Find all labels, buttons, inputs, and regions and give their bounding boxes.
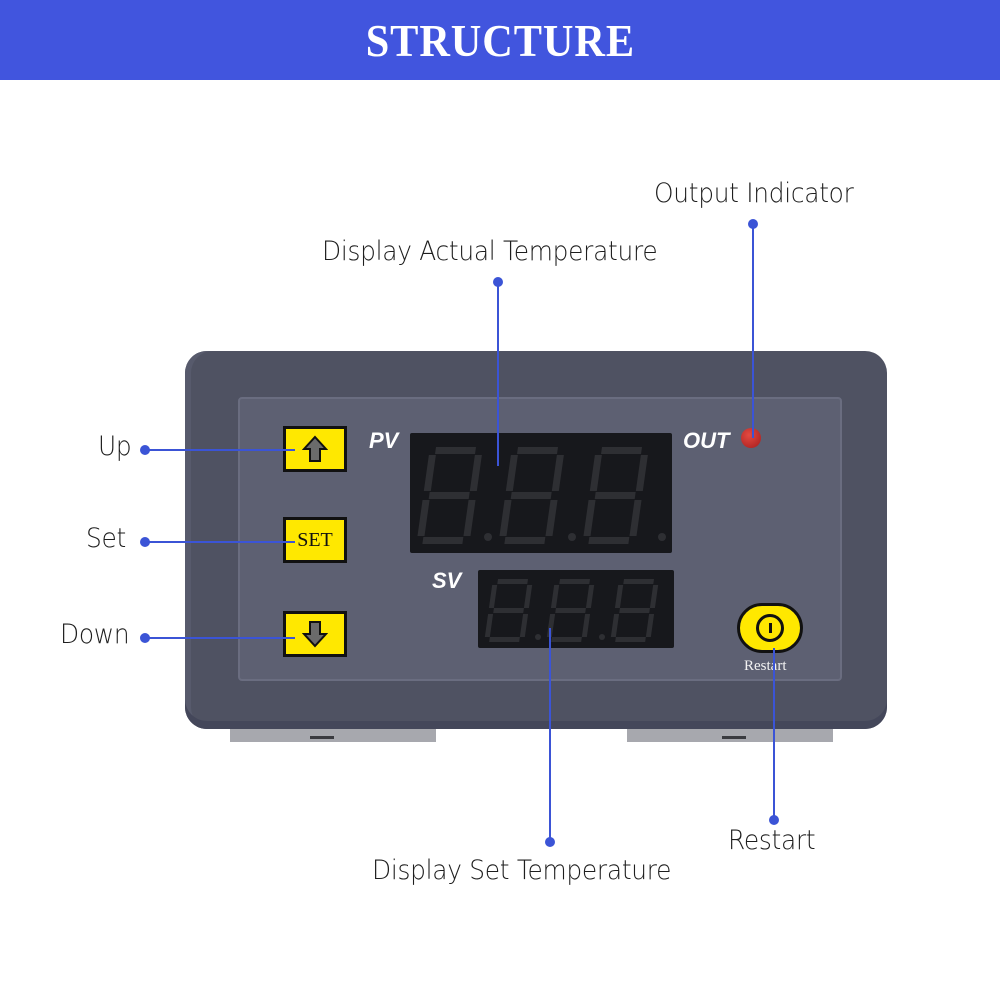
banner-title: STRUCTURE: [365, 14, 635, 66]
mounting-tab-right: [627, 728, 833, 742]
callout-up: Up: [98, 431, 132, 462]
sv-display: [478, 570, 674, 648]
title-banner: STRUCTURE: [0, 0, 1000, 80]
leader-line-set: [145, 541, 295, 543]
pv-display: [410, 433, 672, 553]
restart-button-label: Restart: [744, 658, 787, 674]
arrow-up-icon: [302, 435, 328, 462]
sv-label: SV: [432, 568, 462, 593]
pv-label: PV: [369, 428, 399, 453]
leader-line-display-actual: [497, 282, 499, 466]
restart-button[interactable]: [737, 603, 803, 653]
leader-line-display-set: [549, 628, 551, 840]
callout-set: Set: [86, 523, 126, 554]
leader-line-up: [145, 449, 295, 451]
arrow-down-icon: [302, 621, 328, 648]
seven-segment-digits-sv: [484, 579, 659, 642]
leader-line-down: [145, 637, 295, 639]
set-button-label: SET: [297, 528, 333, 551]
callout-display-set: Display Set Temperature: [372, 855, 672, 886]
leader-line-output-indicator: [752, 224, 754, 438]
output-led: [741, 428, 761, 448]
out-label: OUT: [683, 428, 730, 453]
callout-restart: Restart: [728, 825, 816, 856]
callout-down: Down: [60, 619, 130, 650]
callout-dot-display-set: [545, 837, 555, 847]
power-icon: [756, 614, 784, 642]
seven-segment-digits-pv: [417, 447, 666, 544]
callout-output-indicator: Output Indicator: [654, 178, 854, 209]
mounting-tab-left: [230, 728, 436, 742]
callout-display-actual: Display Actual Temperature: [322, 236, 658, 267]
down-button[interactable]: [283, 611, 347, 657]
callout-dot-restart: [769, 815, 779, 825]
leader-line-restart: [773, 648, 775, 818]
set-button[interactable]: SET: [283, 517, 347, 563]
